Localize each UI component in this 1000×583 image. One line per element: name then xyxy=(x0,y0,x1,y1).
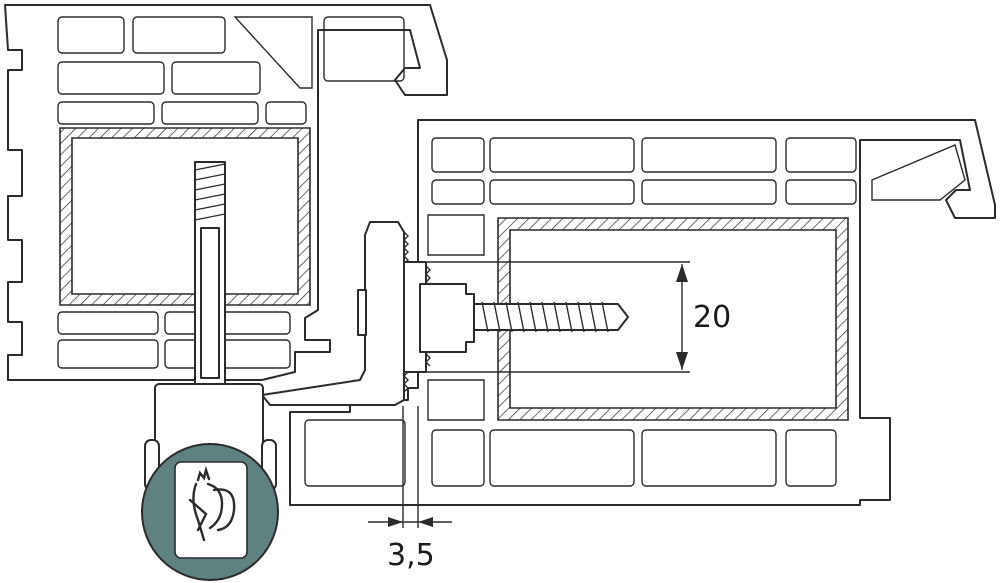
height-dimension: 20 xyxy=(420,261,731,373)
keeper-screw xyxy=(194,161,226,385)
logo-plate xyxy=(174,461,248,559)
horizontal-screw xyxy=(473,301,629,333)
frame-steel-reinforcement xyxy=(59,127,311,306)
height-dimension-label: 20 xyxy=(693,300,731,335)
roller xyxy=(141,443,279,581)
hinge-arm xyxy=(261,221,475,406)
rooster-logo-icon xyxy=(188,465,236,542)
sash-steel-reinforcement xyxy=(497,217,849,421)
gap-dimension: 3,5 xyxy=(368,406,452,573)
gap-dimension-label: 3,5 xyxy=(387,538,435,573)
